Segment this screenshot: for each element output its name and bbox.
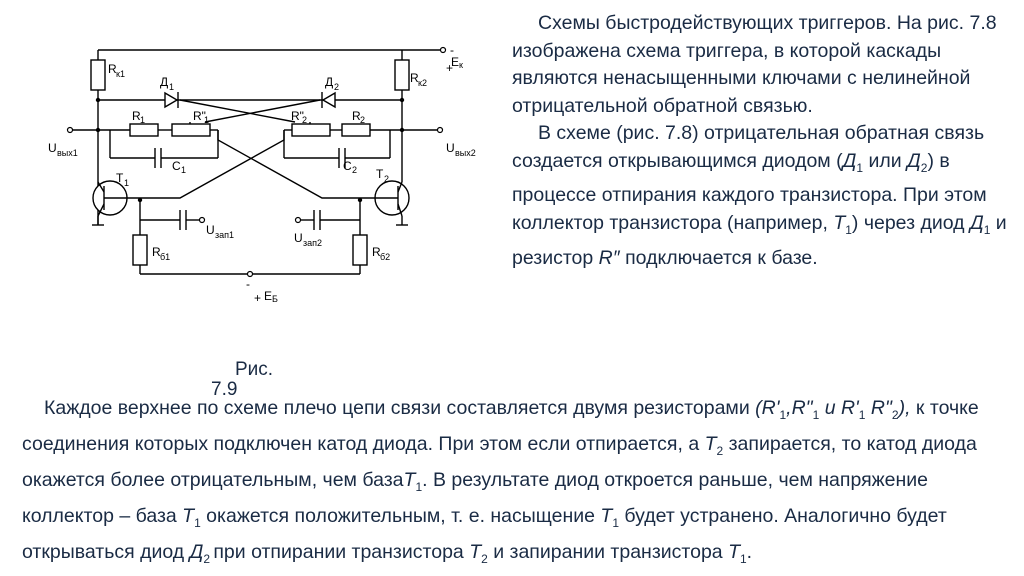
diode-d2 bbox=[321, 91, 336, 109]
label-plus-bot: + bbox=[254, 291, 261, 305]
bottom-text-block: Каждое верхнее по схеме плечо цепи связи… bbox=[22, 394, 1012, 573]
label-c2-sub: 2 bbox=[352, 165, 357, 175]
label-t1: T bbox=[116, 171, 124, 185]
label-uvyx1-sub: вых1 bbox=[57, 148, 78, 158]
label-r1pp: R" bbox=[193, 109, 206, 123]
label-rb2: R bbox=[372, 245, 381, 259]
label-t2-sub: 2 bbox=[384, 174, 389, 184]
label-r2-sub: 2 bbox=[360, 115, 365, 125]
terminal-uzap1 bbox=[198, 216, 206, 224]
label-rk2: R bbox=[410, 71, 419, 85]
label-uzap2-sub: зап2 bbox=[303, 238, 322, 248]
label-rb1-sub: б1 bbox=[160, 252, 170, 262]
label-t1-sub: 1 bbox=[124, 178, 129, 188]
resistor-r1pp bbox=[171, 123, 211, 137]
label-uzap1: U bbox=[206, 223, 215, 237]
terminal-uzap2 bbox=[294, 216, 302, 224]
bottom-paragraph: Каждое верхнее по схеме плечо цепи связи… bbox=[22, 397, 979, 566]
label-r1pp-sub: 1 bbox=[204, 115, 209, 125]
resistor-r1 bbox=[129, 123, 159, 137]
terminal-eb bbox=[246, 270, 254, 278]
label-rb1: R bbox=[152, 245, 161, 259]
label-minus-bot: - bbox=[246, 277, 250, 291]
label-d2-sub: 2 bbox=[334, 82, 339, 92]
label-r2pp: R" bbox=[291, 109, 304, 123]
label-minus-top: - bbox=[450, 43, 454, 57]
label-uvyx2-sub: вых2 bbox=[455, 148, 476, 158]
label-d2: Д bbox=[325, 75, 333, 89]
label-c1: C bbox=[172, 159, 181, 173]
resistor-rb1 bbox=[132, 234, 148, 266]
right-paragraph-1: Схемы быстродействующих триггеров. На ри… bbox=[512, 12, 997, 117]
figure-caption: Рис. 7.9 bbox=[211, 358, 295, 402]
label-plus-top: + bbox=[446, 61, 453, 75]
resistor-r2pp bbox=[291, 123, 331, 137]
right-text-block: Схемы быстродействующих триггеров. На ри… bbox=[512, 10, 1012, 272]
label-c1-sub: 1 bbox=[181, 165, 186, 175]
caption-line1: Рис. bbox=[235, 359, 274, 380]
label-d1-sub: 1 bbox=[169, 82, 174, 92]
label-r2pp-sub: 2 bbox=[302, 115, 307, 125]
label-uvyx2: U bbox=[446, 141, 455, 155]
label-c2: C bbox=[343, 159, 352, 173]
label-ek-sub: к bbox=[459, 60, 463, 70]
label-r2: R bbox=[352, 109, 361, 123]
label-t2: T bbox=[376, 167, 384, 181]
diode-d1 bbox=[164, 91, 179, 109]
terminal-ek-minus bbox=[439, 46, 447, 54]
label-eb: Б bbox=[272, 294, 278, 304]
resistor-rb2 bbox=[352, 234, 368, 266]
label-d1: Д bbox=[160, 75, 168, 89]
label-r1-sub: 1 bbox=[140, 115, 145, 125]
trigger-circuit-diagram: R к1 R к2 Д 1 Д 2 R 1 R" 1 R" 2 R 2 C 1 … bbox=[48, 43, 476, 305]
resistor-rk2 bbox=[394, 59, 410, 91]
label-rk1: R bbox=[108, 62, 117, 76]
terminal-uvyx2 bbox=[436, 126, 444, 134]
resistor-rk1 bbox=[90, 59, 106, 91]
label-rk1-sub: к1 bbox=[116, 69, 125, 79]
label-r1: R bbox=[132, 109, 141, 123]
label-uzap1-sub: зап1 bbox=[215, 230, 234, 240]
label-uvyx1: U bbox=[48, 141, 57, 155]
resistor-r2 bbox=[341, 123, 371, 137]
label-ek: E bbox=[451, 55, 459, 69]
label-uzap2: U bbox=[294, 231, 303, 245]
label-eb-prefix: E bbox=[264, 289, 272, 303]
right-paragraph-2: В схеме (рис. 7.8) отрицательная обратна… bbox=[512, 122, 1007, 269]
label-rb2-sub: б2 bbox=[380, 252, 390, 262]
label-rk2-sub: к2 bbox=[418, 78, 427, 88]
caption-line2: 7.9 bbox=[211, 379, 238, 400]
terminal-uvyx1 bbox=[66, 126, 74, 134]
